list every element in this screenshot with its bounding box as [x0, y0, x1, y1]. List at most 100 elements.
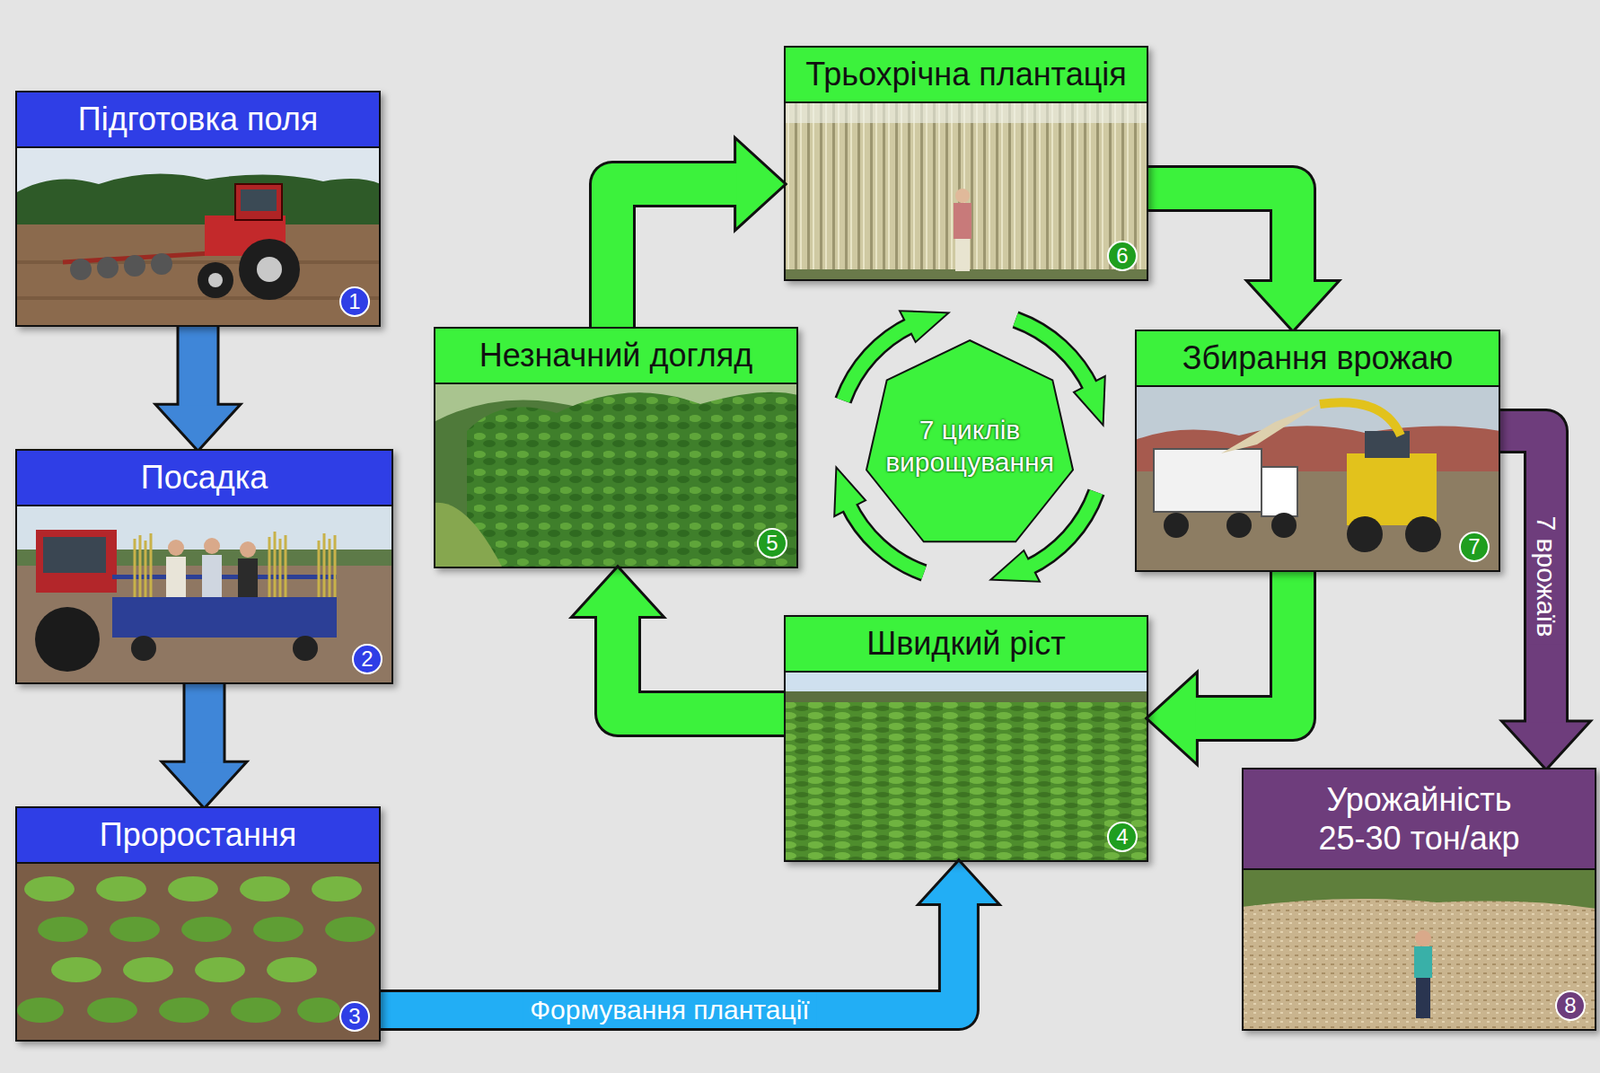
stage-heading-bar: Посадка: [17, 450, 392, 507]
cycle-arrows: [901, 311, 947, 341]
stage-heading-bar: Урожайність 25-30 тон/акр: [1243, 769, 1595, 871]
heptagon-shape: [866, 340, 1073, 542]
planting-photo: [35, 606, 100, 672]
arrow-shaft: [1194, 571, 1293, 719]
sprouting-photo: [167, 876, 219, 902]
sprouting-photo: [297, 997, 341, 1023]
harvest-photo: [1134, 386, 1501, 572]
stage-box: Проростання3: [15, 806, 381, 1042]
arrow-head: [158, 405, 238, 449]
stage-heading: Урожайність 25-30 тон/акр: [1307, 780, 1532, 858]
sprouting-photo: [51, 957, 102, 983]
planting-photo: [131, 635, 157, 661]
harvest-photo: [1319, 402, 1401, 436]
arrow-head: [164, 763, 244, 807]
callout-circle: 7: [1459, 531, 1490, 563]
arrow-shaft: [612, 184, 739, 327]
arrow-head: [574, 568, 662, 616]
planting-photo: [202, 554, 222, 598]
planting-photo: [166, 556, 186, 598]
cycle-label: 7 циклів вирощування: [878, 413, 1063, 479]
arrow-head: [1249, 281, 1337, 330]
sprouting-photo: [239, 876, 291, 902]
arrow-shaft: [176, 326, 220, 408]
yield-photo: [1241, 870, 1597, 1031]
planting-photo: [167, 539, 185, 556]
flow-arrow: [380, 861, 997, 1011]
arrow-label-patch: 7 врожаїв: [1528, 509, 1565, 645]
arrow-shaft: [617, 614, 784, 714]
field-prep-photo: [123, 254, 146, 277]
field-prep-photo: [197, 262, 234, 299]
cycle-arrows: [1075, 378, 1105, 423]
harvest-photo: [1346, 516, 1383, 553]
arrow-head: [736, 140, 784, 229]
stage-box: Швидкий ріст4: [783, 615, 1149, 862]
arrow-shaft: [185, 684, 224, 765]
three-year-plantation-photo: [955, 188, 970, 203]
stage-heading-bar: Підготовка поля: [17, 92, 379, 149]
flow-arrow: [574, 568, 784, 714]
stage-heading-bar: Незначний догляд: [435, 328, 797, 385]
flow-arrow: [164, 684, 244, 807]
callout-number: 7: [1468, 536, 1480, 558]
arrow-head: [164, 763, 244, 807]
field-prep-photo: [208, 272, 223, 288]
arrow-shaft: [1148, 188, 1293, 284]
field-prep-photo: [15, 148, 381, 327]
arrow-shaft: [1148, 188, 1293, 284]
stage-heading-bar: Проростання: [17, 808, 379, 864]
field-prep-photo: [15, 148, 381, 327]
sprouting-photo: [15, 863, 381, 1042]
planting-photo: [15, 506, 394, 685]
stage-heading: Швидкий ріст: [866, 624, 1066, 663]
arrow-shaft: [380, 901, 959, 1011]
arrow-head: [1148, 675, 1196, 763]
sprouting-photo: [87, 997, 138, 1023]
callout-number: 8: [1564, 994, 1576, 1017]
callout-circle: 2: [351, 643, 383, 675]
arrow-shaft: [183, 684, 227, 765]
arrow-head: [574, 568, 662, 616]
yield-photo: [1415, 930, 1432, 947]
three-year-plantation-photo: [783, 103, 1149, 282]
sprouting-photo: [123, 957, 174, 983]
three-year-plantation-photo: [953, 202, 972, 239]
field-prep-photo: [96, 256, 119, 279]
flow-arrow: [1148, 571, 1293, 762]
stage-heading-bar: Трьохрічна плантація: [785, 47, 1147, 104]
field-prep-photo: [256, 256, 282, 282]
stage-heading: Трьохрічна плантація: [805, 54, 1127, 94]
field-prep-photo: [240, 189, 277, 211]
planting-photo: [239, 541, 256, 558]
yield-photo: [1414, 946, 1433, 978]
planting-photo: [237, 558, 258, 598]
sprouting-photo: [37, 916, 88, 942]
arrow-head: [921, 861, 997, 904]
yield-photo: [1241, 870, 1597, 1031]
harvest-photo: [1261, 466, 1298, 517]
stage-box: Збирання врожаю7: [1134, 329, 1501, 572]
fast-growth-photo: [783, 691, 1149, 703]
flow-arrow: [158, 326, 238, 449]
callout-circle: 6: [1107, 240, 1138, 272]
field-prep-photo: [238, 238, 300, 300]
stage-heading: Проростання: [99, 815, 297, 854]
light-care-photo: [433, 384, 799, 569]
sprouting-photo: [158, 997, 210, 1023]
sprouting-photo: [311, 876, 362, 902]
planting-photo: [292, 635, 318, 661]
harvest-photo: [1226, 512, 1252, 538]
arrow-head: [158, 405, 238, 449]
three-year-plantation-photo: [783, 103, 1149, 282]
arrow-label-patch: Формування плантації: [522, 992, 817, 1029]
arrow-shaft: [1500, 430, 1547, 724]
field-prep-photo: [150, 253, 173, 275]
callout-number: 1: [348, 290, 361, 313]
yield-photo: [1415, 977, 1431, 1019]
light-care-photo: [466, 392, 799, 569]
fast-growth-photo: [783, 702, 1149, 862]
harvest-photo: [1405, 516, 1442, 553]
planting-photo: [112, 597, 337, 638]
